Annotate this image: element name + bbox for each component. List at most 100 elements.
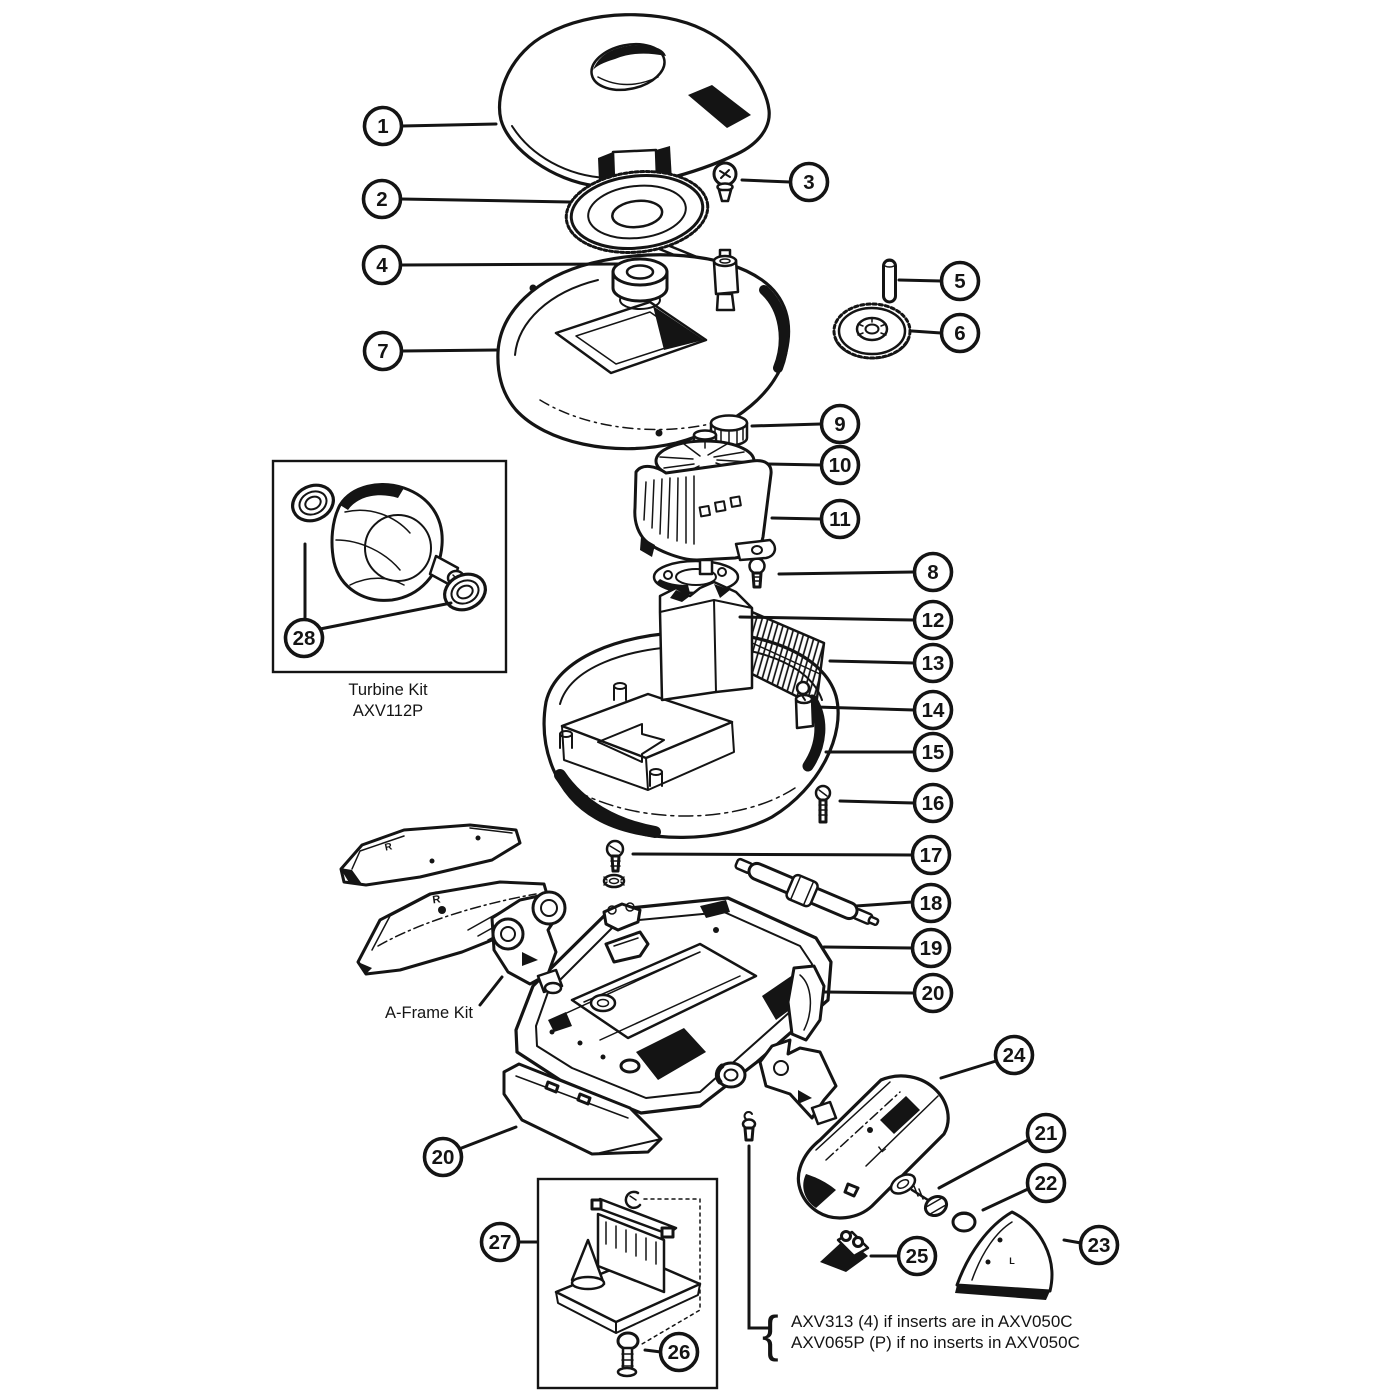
callout-6[interactable]: 6 [939, 312, 981, 354]
part-17-screw-nut [602, 839, 626, 889]
callout-24[interactable]: 24 [993, 1034, 1035, 1076]
callout-circle-10[interactable] [819, 444, 861, 486]
leader-line-23 [1062, 1238, 1083, 1245]
callout-circle-18[interactable] [910, 882, 952, 924]
part-23-wing [955, 1210, 1054, 1300]
callout-27[interactable]: 27 [479, 1221, 521, 1263]
leader-line-28-1 [318, 601, 453, 631]
callout-number-24: 24 [1003, 1044, 1026, 1067]
turbine-kit-label-2: AXV112P [353, 702, 423, 720]
callout-circle-12[interactable] [912, 599, 954, 641]
callout-8[interactable]: 8 [912, 551, 954, 593]
callout-21[interactable]: 21 [1025, 1112, 1067, 1154]
callout-3[interactable]: 3 [788, 161, 830, 203]
callout-16[interactable]: 16 [912, 782, 954, 824]
callout-5[interactable]: 5 [939, 260, 981, 302]
chassis-hardware [602, 902, 650, 964]
part-mark-r-0: R [384, 841, 394, 853]
leader-line-5 [897, 278, 943, 283]
callout-circle-14[interactable] [912, 689, 954, 731]
leader-lines [303, 122, 1083, 1354]
callout-circle-13[interactable] [912, 642, 954, 684]
callout-26[interactable]: 26 [658, 1331, 700, 1373]
callout-circle-22[interactable] [1025, 1162, 1067, 1204]
part-16-screw [814, 784, 832, 824]
callout-circle-7[interactable] [362, 330, 404, 372]
callout-circle-21[interactable] [1025, 1112, 1067, 1154]
callout-circle-9[interactable] [819, 403, 861, 445]
callout-number-6: 6 [954, 322, 965, 345]
part-8-screw [748, 557, 766, 589]
callout-number-20: 20 [432, 1146, 455, 1169]
callout-circle-28[interactable] [283, 617, 325, 659]
callout-circle-5[interactable] [939, 260, 981, 302]
callout-circle-11[interactable] [819, 498, 861, 540]
callout-circle-26[interactable] [658, 1331, 700, 1373]
callout-circle-20[interactable] [422, 1136, 464, 1178]
insert-note-line-1: AXV313 (4) if inserts are in AXV050C [791, 1312, 1073, 1331]
right-a-frame-claw [758, 1038, 838, 1126]
callout-2[interactable]: 2 [361, 178, 403, 220]
callout-number-7: 7 [377, 340, 388, 363]
part-20-right-skirt [786, 964, 826, 1042]
part-27-box [536, 1177, 719, 1390]
callout-circle-16[interactable] [912, 782, 954, 824]
callout-7[interactable]: 7 [362, 330, 404, 372]
leader-line-21 [937, 1138, 1030, 1190]
callout-28[interactable]: 28 [283, 617, 325, 659]
callout-circle-27[interactable] [479, 1221, 521, 1263]
callout-number-12: 12 [922, 609, 945, 632]
callout-circle-25[interactable] [896, 1235, 938, 1277]
callout-circle-24[interactable] [993, 1034, 1035, 1076]
callout-13[interactable]: 13 [912, 642, 954, 684]
turbine-impeller [330, 483, 466, 602]
callout-number-26: 26 [668, 1341, 691, 1364]
callout-22[interactable]: 22 [1025, 1162, 1067, 1204]
callout-20-right[interactable]: 20 [912, 972, 954, 1014]
left-shoe [339, 823, 522, 887]
part-27-bracket [554, 1197, 702, 1334]
roller-bushing [714, 1061, 747, 1089]
callout-25[interactable]: 25 [896, 1235, 938, 1277]
callout-19[interactable]: 19 [910, 927, 952, 969]
callout-circle-4[interactable] [361, 244, 403, 286]
callout-circle-3[interactable] [788, 161, 830, 203]
callout-12[interactable]: 12 [912, 599, 954, 641]
callout-circle-20[interactable] [912, 972, 954, 1014]
callout-14[interactable]: 14 [912, 689, 954, 731]
callout-11[interactable]: 11 [819, 498, 861, 540]
leader-line-20-left [457, 1125, 518, 1151]
callout-15[interactable]: 15 [912, 731, 954, 773]
part-2-drive-gear [564, 170, 710, 254]
callout-number-5: 5 [954, 270, 965, 293]
callout-circle-17[interactable] [910, 834, 952, 876]
note-brace: { [762, 1306, 779, 1362]
callout-9[interactable]: 9 [819, 403, 861, 445]
part-mark-l-2: L [877, 1143, 889, 1155]
callout-18[interactable]: 18 [910, 882, 952, 924]
callout-circle-8[interactable] [912, 551, 954, 593]
callout-circle-23[interactable] [1078, 1224, 1120, 1266]
leader-line-12 [738, 615, 916, 622]
callout-23[interactable]: 23 [1078, 1224, 1120, 1266]
callout-17[interactable]: 17 [910, 834, 952, 876]
callout-20-left[interactable]: 20 [422, 1136, 464, 1178]
leader-line-14 [814, 705, 916, 712]
callout-circle-2[interactable] [361, 178, 403, 220]
turbine-kit-label-1: Turbine Kit [348, 681, 428, 699]
turbine-kit-box [271, 459, 508, 674]
part-12-steering-assembly [652, 559, 754, 702]
callout-10[interactable]: 10 [819, 444, 861, 486]
turbine-bearing-upper [291, 483, 335, 523]
insert-note-leader [747, 1144, 772, 1330]
callout-circle-1[interactable] [362, 105, 404, 147]
callout-number-25: 25 [906, 1245, 929, 1268]
callout-circle-19[interactable] [910, 927, 952, 969]
part-3-screw [712, 161, 738, 203]
callout-circle-6[interactable] [939, 312, 981, 354]
callout-1[interactable]: 1 [362, 105, 404, 147]
a-frame-kit-label: A-Frame Kit [385, 1004, 473, 1022]
callout-circle-15[interactable] [912, 731, 954, 773]
callout-4[interactable]: 4 [361, 244, 403, 286]
